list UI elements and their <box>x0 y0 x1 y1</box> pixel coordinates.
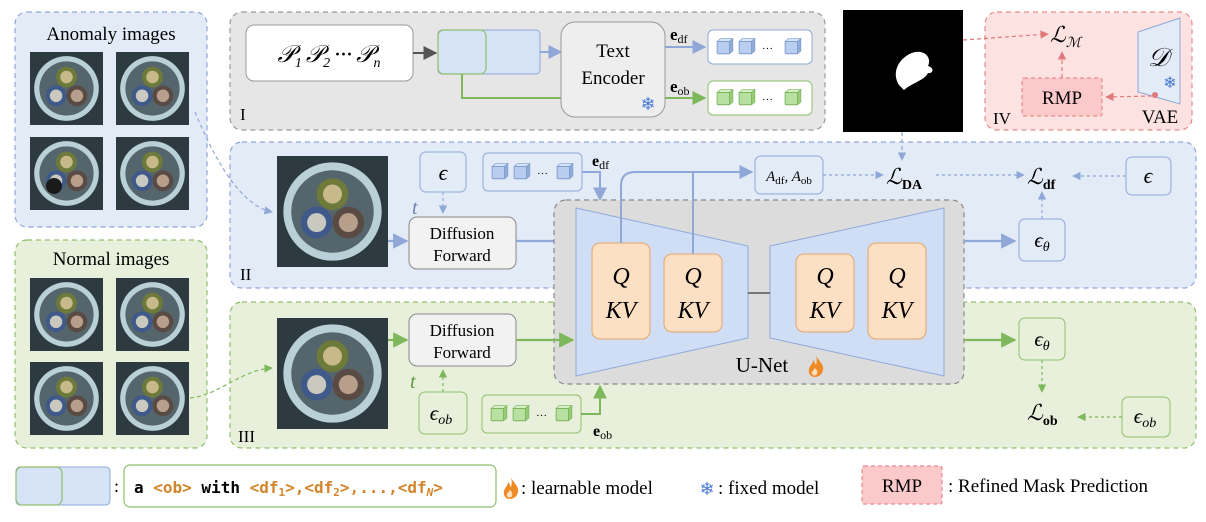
svg-text:···: ··· <box>537 168 548 180</box>
legend: : a <ob> with <df1>,<df2>,...,<dfN> : le… <box>15 464 1148 508</box>
text-encoder-label-2: Encoder <box>581 68 645 89</box>
normal-image-1 <box>30 278 103 351</box>
e-ob-tokens <box>707 80 813 116</box>
legend-rmp-box <box>861 465 943 505</box>
anomaly-to-row2-arrow <box>194 111 273 215</box>
attn-q-4: Q <box>888 264 905 290</box>
loss-df: ℒdf <box>1027 164 1056 193</box>
prompt-box <box>245 24 414 82</box>
legend-embedding-highlight <box>15 466 63 506</box>
legend-rmp-label: RMP <box>882 476 922 497</box>
legend-prompt-box <box>123 464 497 508</box>
attention-maps-label: Adf, Aob <box>765 169 812 187</box>
attn-kv-2: KV <box>677 298 711 324</box>
row-i-label: I <box>240 105 246 124</box>
legend-flame-icon <box>503 478 519 499</box>
attn-kv-4: KV <box>881 298 915 324</box>
attn-q-3: Q <box>816 264 833 290</box>
attn-q-1: Q <box>612 264 629 290</box>
snowflake-icon: ❄ <box>640 94 655 114</box>
legend-learnable: : learnable model <box>521 478 653 499</box>
legend-prompt-text: a <ob> with <df1>,<df2>,...,<dfN> <box>134 478 443 499</box>
e-df-tokens <box>707 29 813 65</box>
loss-ob: ℒob <box>1027 400 1058 429</box>
diffusion-forward-iii-line1: Diffusion <box>430 321 495 340</box>
eps-ob-box <box>418 391 468 435</box>
normal-to-row3-arrow <box>189 364 273 399</box>
eps-ob-right: ϵob <box>1134 404 1156 431</box>
anomaly-images-title: Anomaly images <box>46 24 175 45</box>
attn-q-2: Q <box>684 264 701 290</box>
prompt-embedding-box <box>437 29 541 75</box>
legend-embedding-box <box>15 466 111 506</box>
svg-text:···: ··· <box>762 43 773 55</box>
anomaly-image-1 <box>30 52 103 125</box>
eps-theta-iii: ϵθ <box>1034 327 1049 354</box>
normal-image-2 <box>116 278 189 351</box>
attn-block-4 <box>867 242 927 340</box>
row-iv-label: IV <box>993 109 1012 128</box>
vae-decoder <box>1137 17 1181 105</box>
normal-input-image <box>277 318 388 429</box>
attn-block-3 <box>795 253 855 333</box>
anomaly-image-4 <box>116 137 189 210</box>
diffusion-forward-ii <box>408 216 517 270</box>
anomaly-input-image <box>277 156 388 267</box>
row-ii-label: II <box>240 265 252 284</box>
e-df-label: edf <box>670 25 688 46</box>
anomaly-image-grid <box>30 52 189 210</box>
row-iii-label: III <box>238 427 255 446</box>
eps-ob: ϵob <box>430 401 452 428</box>
diffusion-forward-ii-line2: Forward <box>433 246 491 265</box>
unet-label: U-Net <box>736 353 789 377</box>
legend-snowflake-icon: ❄ <box>699 479 714 499</box>
legend-rmp-desc: : Refined Mask Prediction <box>948 476 1148 497</box>
vae-snowflake-icon: ❄ <box>1163 75 1176 92</box>
svg-text:···: ··· <box>536 410 547 422</box>
anomaly-image-3 <box>30 137 103 210</box>
normal-image-3 <box>30 362 103 435</box>
noise-epsilon: ϵ <box>439 160 449 185</box>
text-encoder <box>560 21 666 118</box>
attn-block-1 <box>591 242 651 340</box>
e-ob-label: eob <box>670 77 690 98</box>
mask-shape <box>895 51 933 90</box>
svg-text:···: ··· <box>762 94 773 106</box>
legend-colon: : <box>114 476 119 496</box>
attn-kv-1: KV <box>605 298 639 324</box>
normal-image-4 <box>116 362 189 435</box>
e-df-label-ii: edf <box>592 153 609 172</box>
diffusion-forward-iii-line2: Forward <box>433 343 491 362</box>
target-epsilon: ϵ <box>1144 163 1154 188</box>
flame-icon <box>808 356 824 377</box>
legend-fixed: : fixed model <box>718 478 819 499</box>
timestep-t-iii: t <box>410 371 416 393</box>
loss-da: ℒDA <box>886 164 923 193</box>
e-ob-label-iii: eob <box>593 423 612 442</box>
rmp-label: RMP <box>1042 88 1082 109</box>
vae-label: VAE <box>1142 107 1179 128</box>
anomaly-image-2 <box>116 52 189 125</box>
attn-kv-3: KV <box>809 298 843 324</box>
eps-theta-ii: ϵθ <box>1034 228 1049 255</box>
timestep-t-ii: t <box>412 197 418 219</box>
loss-mask: ℒℳ <box>1050 22 1083 51</box>
text-encoder-label-1: Text <box>596 41 630 62</box>
mask-to-lm-arrow <box>962 30 1049 41</box>
normal-images-title: Normal images <box>53 249 170 270</box>
diffusion-forward-ii-line1: Diffusion <box>430 224 495 243</box>
